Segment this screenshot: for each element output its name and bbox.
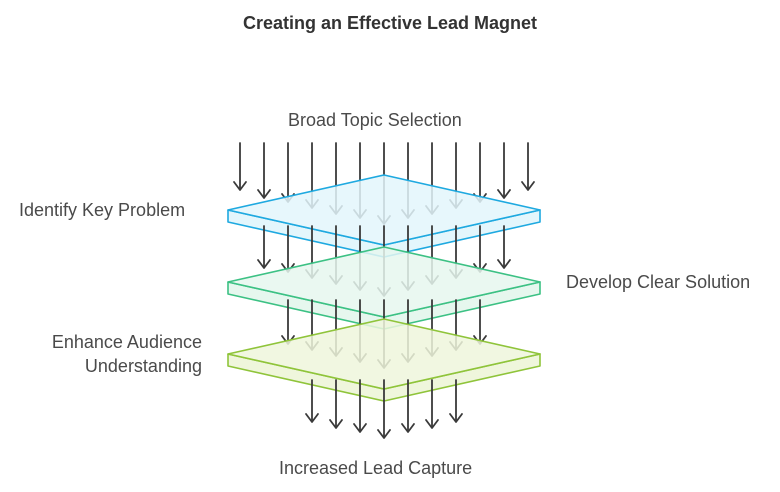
label-increased-lead-capture: Increased Lead Capture — [279, 458, 473, 478]
label-enhance-audience-line2: Understanding — [84, 356, 202, 376]
down-arrow-icon — [377, 379, 391, 439]
down-arrow-icon — [353, 379, 367, 433]
down-arrow-icon — [329, 379, 343, 429]
diagram-title: Creating an Effective Lead Magnet — [242, 13, 538, 33]
down-arrow-icon — [401, 379, 415, 433]
down-arrow-icon — [521, 142, 535, 191]
down-arrow-icon — [305, 379, 319, 423]
label-broad-topic-selection: Broad Topic Selection — [288, 110, 462, 130]
down-arrow-icon — [257, 142, 271, 199]
label-enhance-audience-line1: Enhance Audience — [51, 332, 202, 352]
down-arrow-icon — [449, 379, 463, 423]
down-arrow-icon — [257, 225, 271, 269]
label-develop-clear-solution: Develop Clear Solution — [566, 272, 751, 292]
down-arrow-icon — [425, 379, 439, 429]
down-arrow-icon — [497, 142, 511, 199]
down-arrow-icon — [473, 142, 487, 203]
label-identify-key-problem: Identify Key Problem — [19, 200, 186, 220]
down-arrow-icon — [497, 225, 511, 269]
down-arrow-icon — [281, 142, 295, 203]
down-arrow-icon — [233, 142, 247, 191]
